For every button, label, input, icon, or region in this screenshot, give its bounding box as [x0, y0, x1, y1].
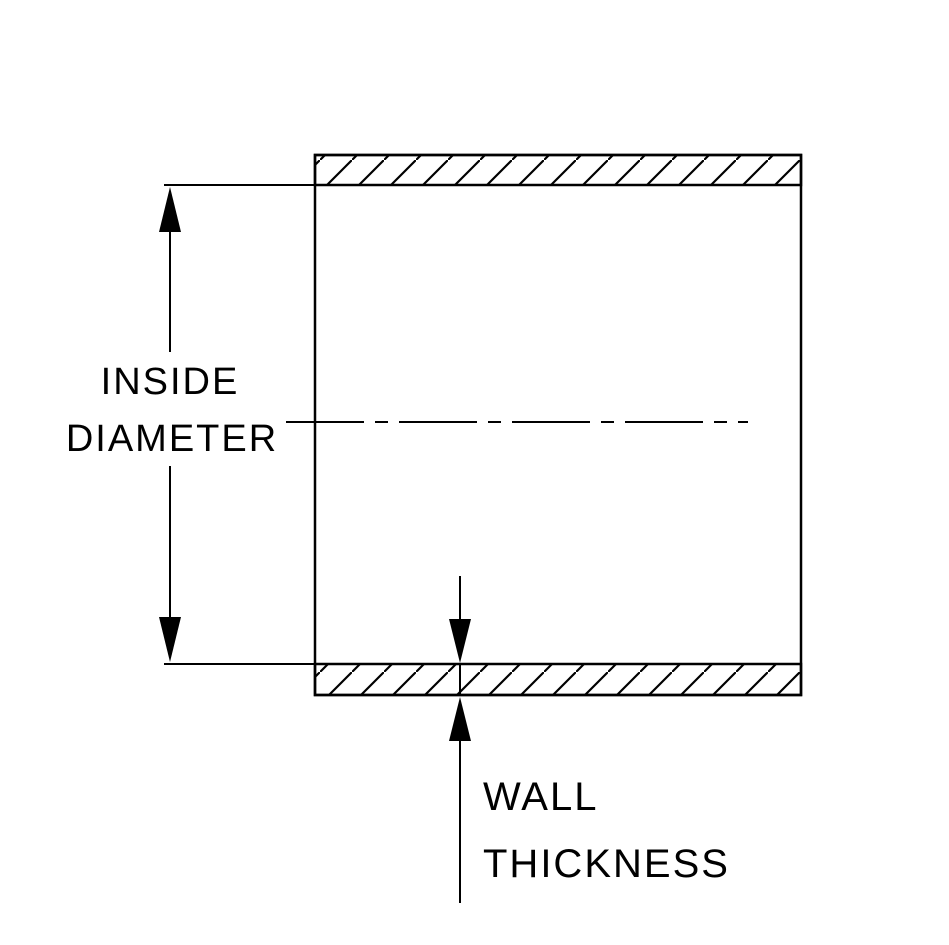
- inside-diameter-label-line1: INSIDE: [101, 361, 240, 403]
- dimension-arrow-up-icon: [159, 187, 181, 232]
- top-wall-hatch: [313, 153, 803, 187]
- wall-thickness-label-line2: THICKNESS: [483, 842, 730, 886]
- wall-thickness-label-line1: WALL: [483, 775, 598, 819]
- tube-outline: [313, 153, 803, 697]
- wall-thickness-arrow-up-icon: [449, 697, 471, 741]
- inside-diameter-label-line2: DIAMETER: [66, 418, 278, 460]
- wall-thickness-arrow-down-icon: [449, 619, 471, 663]
- dimension-arrow-down-icon: [159, 617, 181, 662]
- bottom-wall-hatch: [313, 662, 803, 697]
